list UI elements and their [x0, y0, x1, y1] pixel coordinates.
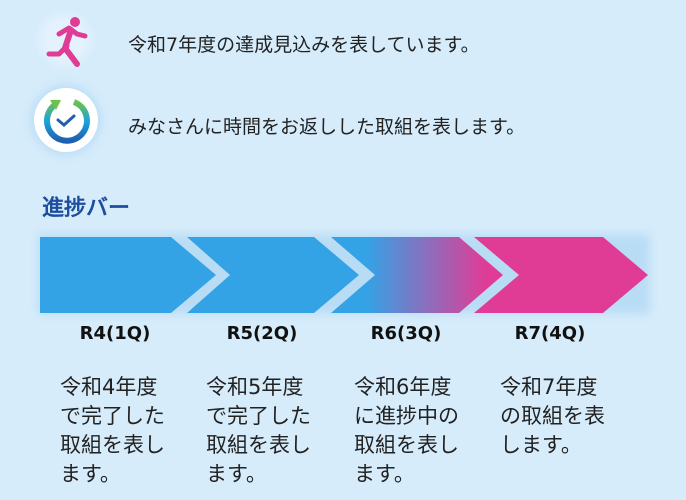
stage-arrow-r6: [331, 237, 503, 313]
legend-text-returned-time: みなさんに時間をお返しした取組を表します。: [128, 116, 526, 138]
stage-description-r6: 令和6年度に進捗中の取組を表します。: [354, 375, 459, 486]
stage-label-r5: R5(2Q): [226, 323, 298, 344]
stage-description-r7: 令和7年度の取組を表します。: [500, 375, 605, 457]
progress-bar: [38, 234, 650, 314]
stage-label-r7: R7(4Q): [514, 323, 586, 344]
stage-arrow-r7: [474, 237, 648, 313]
stage-description-r4: 令和4年度で完了した取組を表します。: [60, 375, 165, 486]
stage-arrow-r5: [187, 237, 359, 313]
legend-text-forecast: 令和7年度の達成見込みを表しています。: [128, 34, 480, 56]
running-person-icon: [33, 8, 97, 72]
stage-arrow-r4: [40, 237, 216, 313]
stage-label-r6: R6(3Q): [370, 323, 442, 344]
progress-bar-title: 進捗バー: [42, 196, 131, 221]
clock-return-icon: [34, 88, 98, 152]
stage-description-r5: 令和5年度で完了した取組を表します。: [206, 375, 311, 486]
stage-label-r4: R4(1Q): [79, 323, 151, 344]
